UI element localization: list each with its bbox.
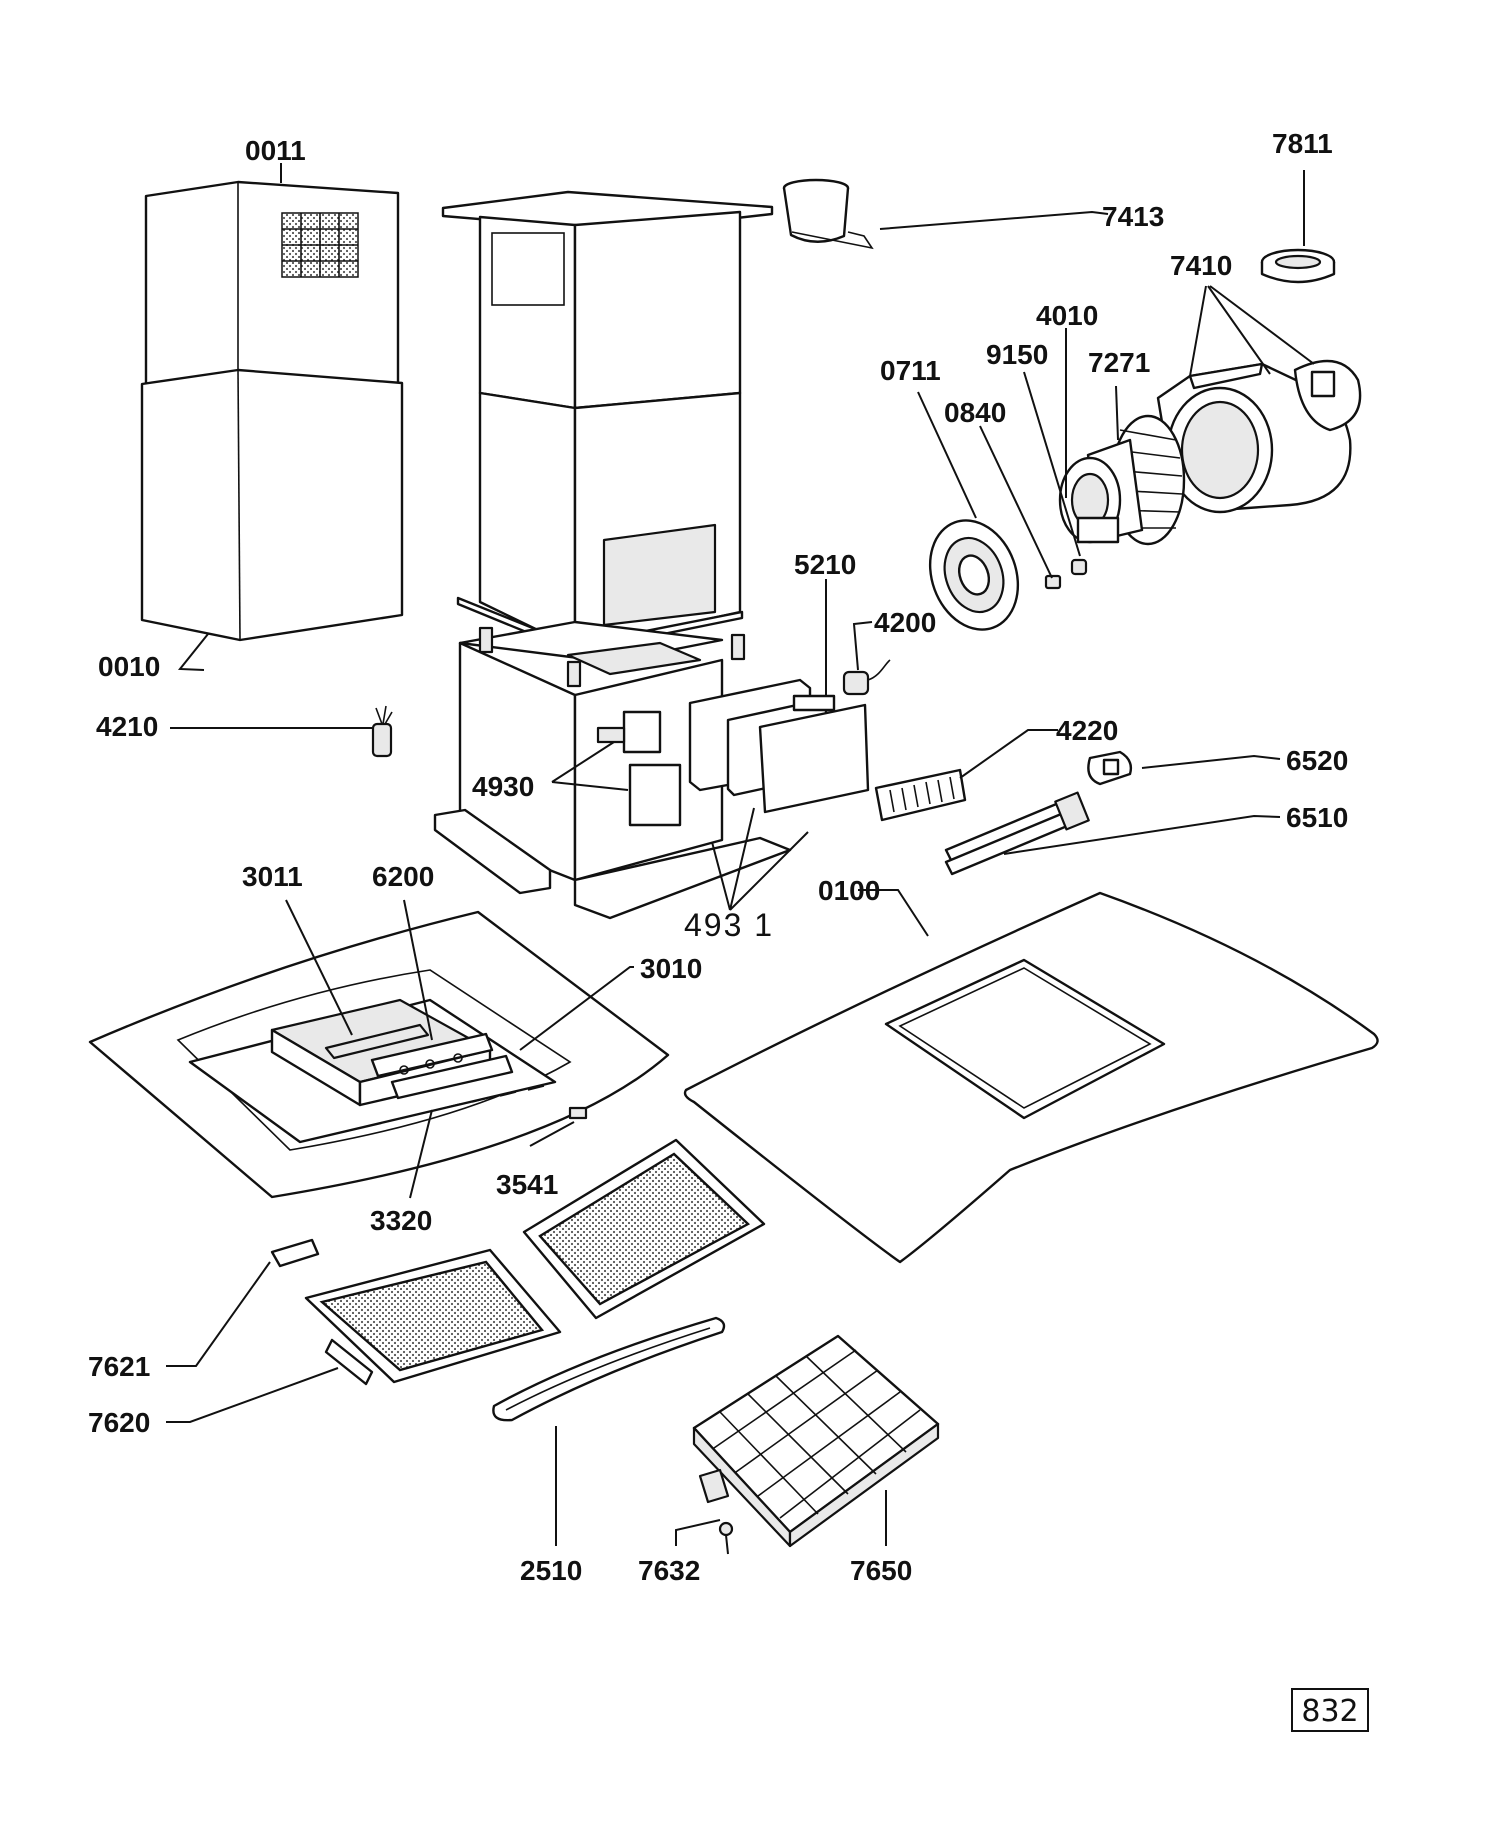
label-9150: 9150 bbox=[986, 339, 1048, 370]
small-screw-9150-part bbox=[1070, 558, 1088, 576]
inner-chimney-frame-part bbox=[441, 190, 774, 654]
seal-strip-2510-part bbox=[492, 1316, 726, 1422]
capacitor-4200-part bbox=[842, 659, 891, 696]
part-labels: 0011 0010 4210 7413 7811 7410 4010 9150 … bbox=[88, 128, 1348, 1586]
hood-canopy-part bbox=[88, 910, 670, 1199]
chimney-cover-part bbox=[140, 180, 404, 642]
label-6520: 6520 bbox=[1286, 745, 1348, 776]
label-0010: 0010 bbox=[98, 651, 160, 682]
label-4220: 4220 bbox=[1056, 715, 1118, 746]
label-4210: 4210 bbox=[96, 711, 158, 742]
label-0100: 0100 bbox=[818, 875, 880, 906]
glass-canopy-0100-part bbox=[683, 891, 1379, 1264]
electronic-boards-part bbox=[688, 678, 870, 814]
grease-filter-left-part bbox=[304, 1248, 562, 1384]
label-5210: 5210 bbox=[794, 549, 856, 580]
page-reference-number: 832 bbox=[1301, 1694, 1359, 1729]
label-2510: 2510 bbox=[520, 1555, 582, 1586]
label-7620: 7620 bbox=[88, 1407, 150, 1438]
label-6510: 6510 bbox=[1286, 802, 1348, 833]
label-4200: 4200 bbox=[874, 607, 936, 638]
capacitor-4210-part bbox=[371, 705, 393, 758]
label-7811: 7811 bbox=[1272, 128, 1333, 159]
label-7632: 7632 bbox=[638, 1555, 700, 1586]
label-6200: 6200 bbox=[372, 861, 434, 892]
label-7413: 7413 bbox=[1102, 201, 1164, 232]
label-3010: 3010 bbox=[640, 953, 702, 984]
label-4930: 4930 bbox=[472, 771, 534, 802]
grease-filter-right-part bbox=[522, 1138, 766, 1320]
label-4931: 493 1 bbox=[684, 907, 774, 943]
small-nut-0840-part bbox=[1044, 574, 1062, 590]
label-0840: 0840 bbox=[944, 397, 1006, 428]
intake-plate-0711-part bbox=[928, 519, 1020, 631]
leader-lines bbox=[166, 163, 1315, 1546]
label-4010: 4010 bbox=[1036, 300, 1098, 331]
label-7621: 7621 bbox=[88, 1351, 150, 1382]
lamp-tube-6510-part bbox=[944, 791, 1090, 876]
motor-housing-box-part bbox=[433, 620, 792, 920]
bracket-5210-part bbox=[792, 694, 836, 712]
label-0711: 0711 bbox=[880, 355, 941, 386]
ring-7811-part bbox=[1260, 248, 1336, 284]
motor-impeller-part bbox=[1058, 414, 1186, 546]
chimney-vent-grid bbox=[281, 212, 359, 278]
screw-7632-part bbox=[718, 1521, 734, 1555]
label-7650: 7650 bbox=[850, 1555, 912, 1586]
top-cover-7413-part bbox=[782, 178, 874, 250]
label-3320: 3320 bbox=[370, 1205, 432, 1236]
page-reference-box: 832 bbox=[1291, 1688, 1369, 1732]
label-7271: 7271 bbox=[1088, 347, 1150, 378]
label-3011: 3011 bbox=[242, 861, 303, 892]
label-7410: 7410 bbox=[1170, 250, 1232, 281]
filter-handle-7620-part bbox=[324, 1338, 374, 1386]
label-3541: 3541 bbox=[496, 1169, 558, 1200]
label-0011: 0011 bbox=[245, 135, 306, 166]
carbon-filter-7650-part bbox=[692, 1334, 940, 1548]
lamp-holder-6520-part bbox=[1087, 750, 1133, 786]
terminal-block-4220-part bbox=[874, 768, 967, 822]
filter-handle-7621-part bbox=[270, 1238, 320, 1268]
blower-housing-7410-part bbox=[1156, 359, 1362, 514]
